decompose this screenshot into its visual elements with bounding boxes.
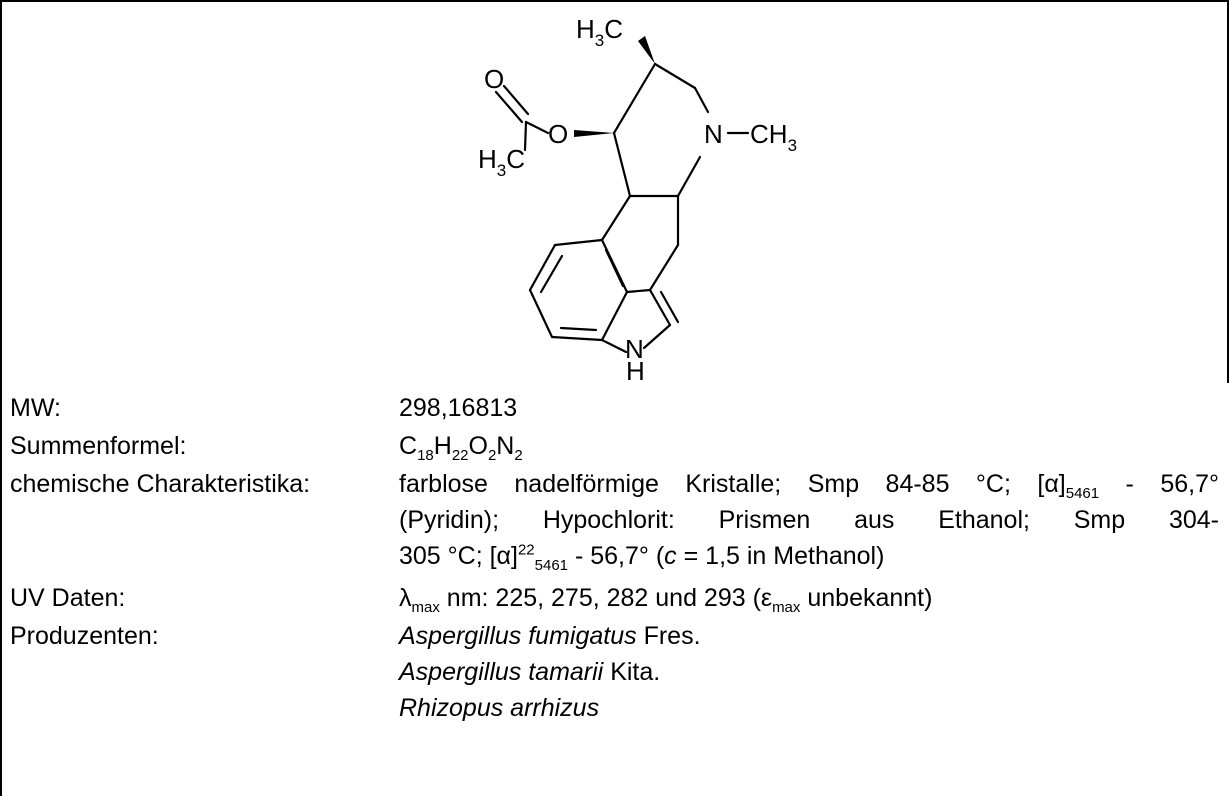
mw-label: MW: [10, 394, 61, 422]
uv-value: λmax nm: 225, 275, 282 und 293 (εmax unb… [399, 584, 933, 616]
atom-nh-h: H [626, 356, 645, 386]
table-border-left [0, 0, 2, 796]
mw-value: 298,16813 [399, 394, 518, 422]
table-border-top [0, 0, 1229, 2]
atom-n-methyl: N [704, 119, 723, 149]
atom-nh-n: N [625, 334, 644, 364]
chem-label: chemische Charakteristika: [10, 470, 311, 498]
atom-ch3-right: CH3 [750, 119, 797, 155]
atom-h3c-top: H3C [576, 14, 623, 50]
producers-list: Aspergillus fumigatus Fres. Aspergillus … [399, 618, 1219, 726]
atom-o-carbonyl: O [484, 64, 504, 94]
atom-o-ester: O [548, 119, 568, 149]
structure-drawing: H3C O O H3C N CH3 N H [478, 14, 797, 386]
formula-label: Summenformel: [10, 432, 187, 460]
chem-line-3: 305 °C; [α]225461 - 56,7° (c = 1,5 in Me… [399, 541, 885, 574]
producers-label: Produzenten: [10, 622, 159, 650]
uv-label: UV Daten: [10, 584, 126, 612]
chemical-structure: H3C O O H3C N CH3 N H [430, 0, 797, 386]
chem-line-1: farblose nadelförmige Kristalle; Smp 84-… [399, 470, 1219, 502]
producer-item: Aspergillus fumigatus Fres. [399, 622, 701, 650]
chem-line-2: (Pyridin); Hypochlorit: Prismen aus Etha… [399, 506, 1219, 534]
chem-value: farblose nadelförmige Kristalle; Smp 84-… [399, 466, 1219, 574]
formula-value: C18H22O2N2 [399, 432, 523, 464]
producer-item: Rhizopus arrhizus [399, 694, 600, 722]
atom-h3c-acetyl: H3C [478, 144, 525, 180]
table-border-right [1227, 0, 1229, 383]
producer-item: Aspergillus tamarii Kita. [399, 658, 661, 686]
